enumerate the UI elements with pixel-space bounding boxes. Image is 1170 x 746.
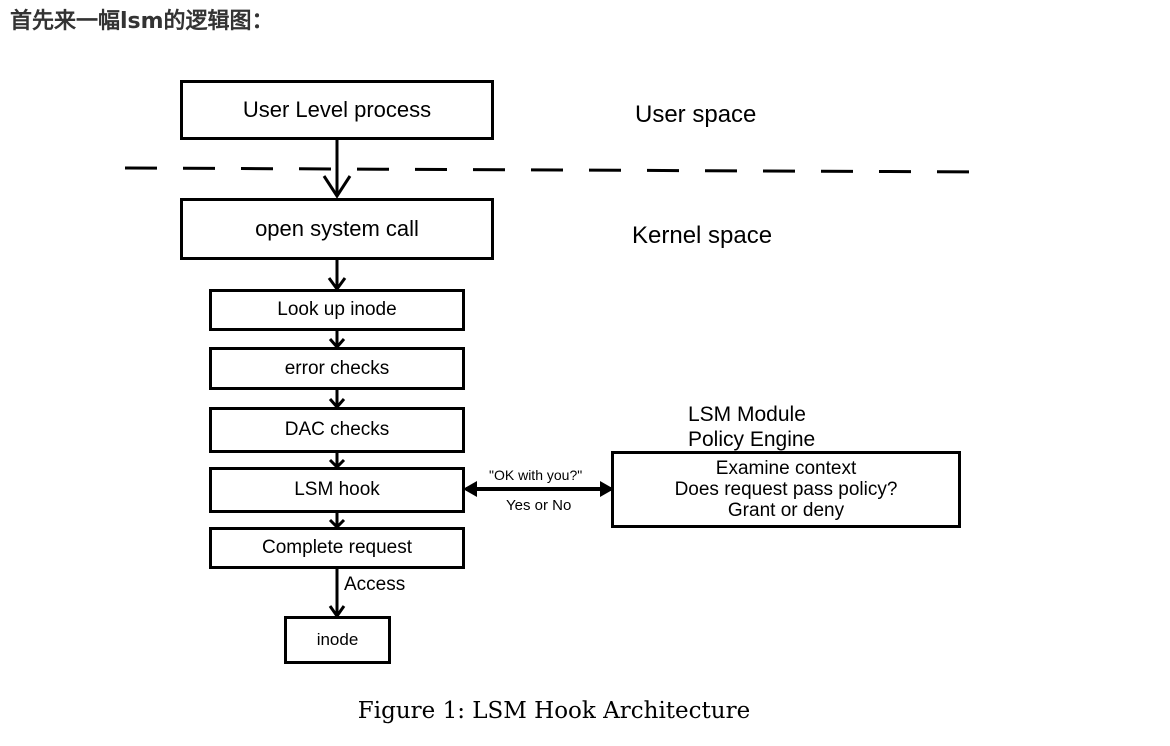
lookup-inode-label: Look up inode <box>277 299 397 320</box>
lookup-inode-box: Look up inode <box>209 289 465 331</box>
arrowhead-to-module <box>600 481 614 497</box>
inode-label: inode <box>316 630 359 649</box>
query-label: "OK with you?" <box>489 467 583 483</box>
error-checks-box: error checks <box>209 347 465 390</box>
dac-checks-label: DAC checks <box>284 419 390 440</box>
open-syscall-label: open system call <box>255 216 419 241</box>
arrowhead-to-hook <box>463 481 477 497</box>
lsm-module-title-line2: Policy Engine <box>688 428 816 451</box>
inode-box: inode <box>284 616 391 664</box>
open-syscall-box: open system call <box>180 198 494 260</box>
policy-line-grant: Grant or deny <box>727 500 845 521</box>
lsm-module-title: LSM Module Policy Engine <box>688 402 815 452</box>
policy-engine-box: Examine context Does request pass policy… <box>611 451 961 528</box>
user-kernel-boundary-line <box>124 166 986 174</box>
access-label: Access <box>344 574 406 595</box>
policy-line-examine: Examine context <box>715 458 857 479</box>
lsm-hook-box: LSM hook <box>209 467 465 513</box>
lsm-hook-label: LSM hook <box>294 479 380 500</box>
user-space-label: User space <box>635 101 757 128</box>
dac-checks-box: DAC checks <box>209 407 465 453</box>
article-heading: 首先来一幅lsm的逻辑图： <box>10 9 274 34</box>
policy-line-pass: Does request pass policy? <box>674 479 898 500</box>
answer-label: Yes or No <box>506 497 572 514</box>
figure-caption: Figure 1: LSM Hook Architecture <box>357 698 751 724</box>
complete-request-box: Complete request <box>209 527 465 569</box>
error-checks-label: error checks <box>284 357 390 379</box>
kernel-space-label: Kernel space <box>632 222 773 249</box>
complete-request-label: Complete request <box>262 537 412 558</box>
arrowhead-user-to-syscall <box>322 175 352 199</box>
user-process-box: User Level process <box>180 80 494 140</box>
user-process-label: User Level process <box>242 97 432 122</box>
lsm-module-title-line1: LSM Module <box>688 403 806 426</box>
